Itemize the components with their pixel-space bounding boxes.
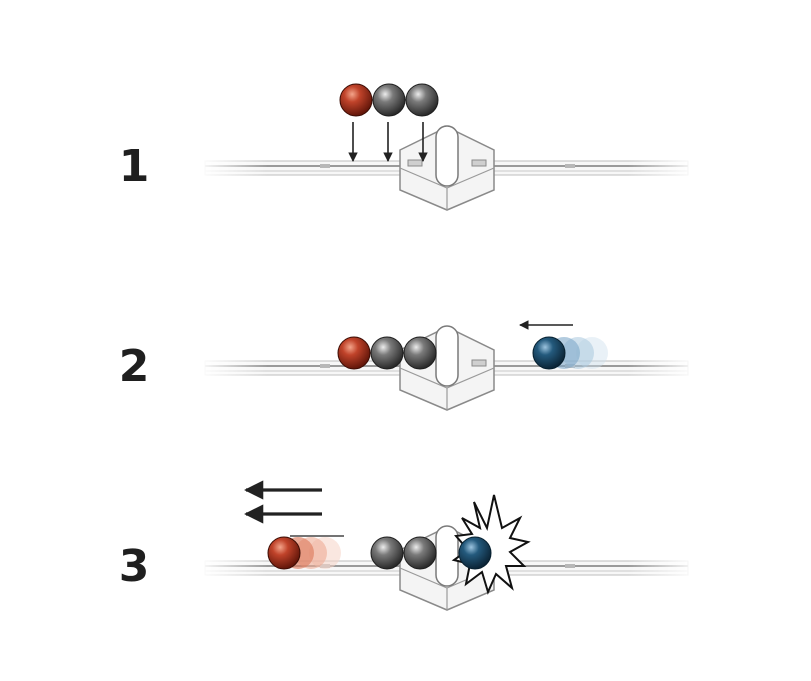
- gray-ball: [403, 336, 437, 370]
- gray-ball: [370, 336, 404, 370]
- gray-ball: [372, 83, 406, 117]
- gray-ball: [370, 536, 404, 570]
- gray-ball: [403, 536, 437, 570]
- step-label-3: 3: [118, 541, 150, 592]
- track-left: [198, 155, 406, 181]
- step-label-2: 2: [118, 341, 150, 392]
- step-3-scene: [198, 480, 698, 611]
- track-right: [487, 155, 698, 181]
- step-2-scene: [198, 320, 698, 411]
- gray-ball: [405, 83, 439, 117]
- blue-ball: [458, 536, 492, 570]
- red-ball: [339, 83, 373, 117]
- red-ball: [337, 336, 371, 370]
- step-label-1: 1: [118, 141, 150, 192]
- hex-block: [399, 125, 495, 211]
- track-right: [487, 555, 698, 581]
- red-ball: [267, 536, 301, 570]
- step-1-scene: [198, 83, 698, 211]
- blue-ball: [532, 336, 566, 370]
